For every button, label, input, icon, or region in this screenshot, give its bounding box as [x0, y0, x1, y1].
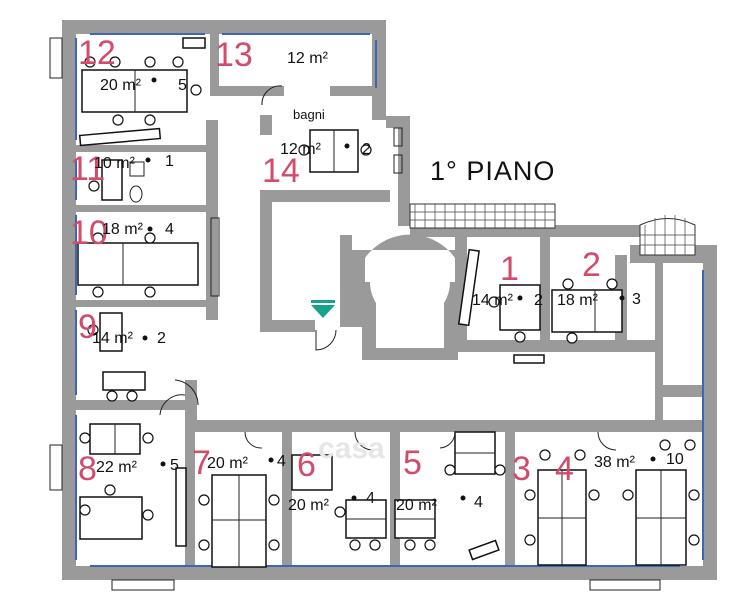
doors — [159, 85, 617, 451]
floor-label: 1° PIANO — [430, 156, 555, 186]
room-7-workstations: 4 — [277, 453, 286, 470]
room-6-workstations: 4 — [366, 490, 375, 507]
room-9-workstations: 2 — [157, 330, 166, 347]
room-11-number: 11 — [70, 150, 105, 188]
room-1-area: 14 m² — [472, 292, 514, 309]
room-5-number: 5 — [403, 444, 422, 482]
room-6-area: 20 m² — [288, 497, 330, 514]
room-10-workstations: 4 — [165, 221, 174, 238]
room-10-area: 18 m² — [102, 221, 144, 238]
room-7-number: 7 — [192, 444, 211, 482]
room-1-number: 1 — [500, 250, 519, 288]
light-well — [350, 234, 458, 360]
room-14-workstations: 2 — [362, 141, 371, 158]
room-11-area: 10 m² — [94, 155, 136, 172]
room-6-number: 6 — [297, 446, 316, 484]
bathroom-label: bagni — [293, 107, 325, 122]
room-5-workstations: 4 — [474, 494, 483, 511]
watermark: casa — [318, 432, 385, 465]
entrance-bar — [311, 300, 335, 303]
room-12-area: 20 m² — [100, 77, 142, 94]
room-9-area: 14 m² — [92, 330, 134, 347]
room-2-area: 18 m² — [557, 292, 599, 309]
entrance-marker — [311, 305, 335, 318]
room-8-number: 8 — [78, 450, 97, 488]
interior-walls — [76, 26, 717, 566]
room-11-workstations: 1 — [165, 153, 174, 170]
room-8-workstations: 5 — [170, 457, 179, 474]
room-9-number: 9 — [78, 308, 97, 346]
room-13-number: 13 — [215, 36, 253, 74]
terrace-grid — [409, 203, 696, 256]
balconies — [49, 37, 696, 591]
room-2-number: 2 — [582, 246, 601, 284]
room-2-workstations: 3 — [632, 291, 641, 308]
room-1-workstations: 2 — [534, 292, 543, 309]
room-12-number: 12 — [78, 34, 116, 72]
room-4-area: 38 m² — [594, 454, 636, 471]
furniture — [77, 37, 700, 568]
workstation-dots — [142, 77, 656, 501]
room-3-number: 3 — [512, 450, 531, 488]
room-13-area: 12 m² — [287, 50, 329, 67]
room-14-number: 14 — [262, 152, 300, 190]
room-4-number: 4 — [555, 450, 574, 488]
room-14-area: 12 m² — [280, 141, 322, 158]
room-12-workstations: 5 — [178, 77, 187, 94]
labels: casa 1° PIANO bagni 12 20 m² 5 13 12 m² … — [70, 34, 684, 514]
room-8-area: 22 m² — [96, 459, 138, 476]
room-10-number: 10 — [70, 214, 108, 252]
room-4-workstations: 10 — [666, 451, 684, 468]
room-7-area: 20 m² — [207, 455, 249, 472]
windows — [75, 33, 704, 567]
room-5-area: 20 m² — [396, 497, 438, 514]
